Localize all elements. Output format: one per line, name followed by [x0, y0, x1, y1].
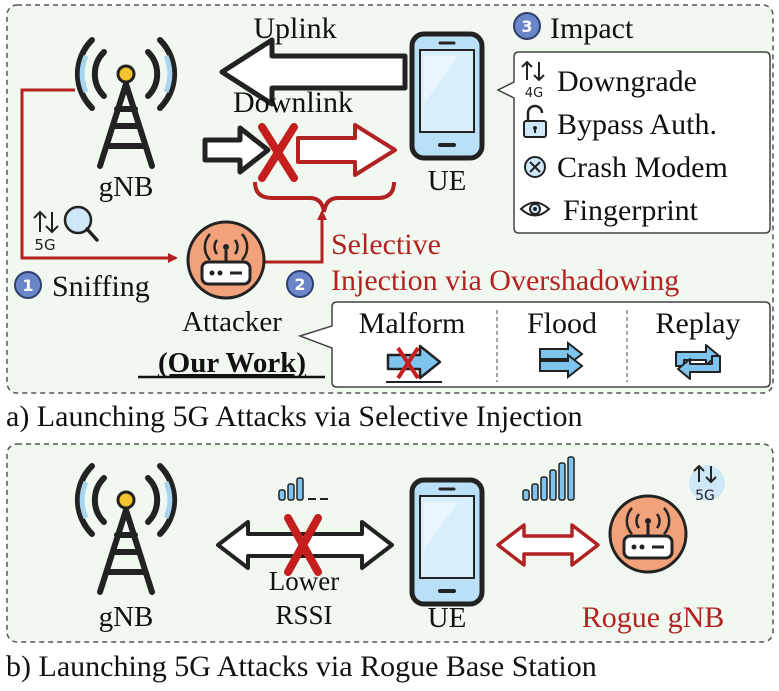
downlink-label: Downlink [233, 86, 353, 119]
sniff-5g-magnifier-icon: 5G [33, 205, 99, 254]
rogue-router-icon [608, 494, 688, 574]
step-1-badge: 1 [14, 271, 42, 299]
flood-arrows-icon [539, 340, 584, 380]
injection-connector [262, 210, 327, 264]
svg-text:3: 3 [521, 17, 532, 36]
malform-arrow-icon [386, 344, 442, 383]
impact-fingerprint-label: Fingerprint [563, 194, 699, 227]
gnb-label-b: gNB [99, 601, 154, 633]
uplink-label: Uplink [253, 12, 336, 45]
rogue-gnb-label: Rogue gNB [582, 601, 725, 634]
strong-signal-icon [522, 456, 575, 501]
replay-arrows-icon [675, 344, 721, 380]
ue-label: UE [428, 165, 467, 197]
rogue-5g-icon: 5G [689, 464, 725, 504]
downgrade-4g-icon: 4G [521, 60, 545, 101]
replay-label: Replay [656, 307, 741, 340]
attacker-label: Attacker [182, 306, 282, 338]
sniffing-label: Sniffing [52, 270, 150, 303]
blocked-x-icon [258, 123, 298, 182]
impact-downgrade-label: Downgrade [557, 65, 697, 98]
injection-overshadowing-label: Injection via Overshadowing [331, 264, 679, 297]
gnb-label: gNB [99, 171, 154, 203]
impact-crash-label: Crash Modem [557, 151, 728, 184]
attacker-router-icon [186, 220, 266, 300]
step-2-badge: 2 [286, 270, 314, 298]
crash-x-icon [524, 156, 546, 178]
weak-signal-icon [278, 477, 328, 501]
svg-text:5G: 5G [34, 236, 55, 254]
uplink-arrow [219, 37, 408, 107]
step-3-badge: 3 [513, 12, 541, 40]
ue-label-b: UE [428, 602, 467, 634]
svg-text:4G: 4G [525, 86, 543, 101]
impact-label: Impact [550, 12, 634, 45]
flood-label: Flood [527, 307, 597, 340]
malform-label: Malform [359, 307, 466, 340]
lock-icon [523, 104, 547, 138]
impact-box [496, 51, 771, 234]
downlink-arrow-stub [202, 125, 271, 175]
selective-label: Selective [331, 228, 441, 261]
ue-phone-icon [412, 34, 482, 158]
eye-icon [519, 201, 551, 217]
rssi-label-line2: RSSI [275, 600, 332, 630]
svg-text:2: 2 [294, 275, 305, 294]
ue-phone-icon-b [412, 480, 482, 604]
sniffing-connector [20, 88, 178, 263]
blocked-x-icon-b [284, 514, 322, 576]
rssi-label-line1: Lower [269, 566, 339, 596]
caption-b: b) Launching 5G Attacks via Rogue Base S… [6, 650, 597, 683]
ue-rogue-double-arrow [496, 523, 600, 567]
caption-a: a) Launching 5G Attacks via Selective In… [6, 400, 582, 433]
svg-text:1: 1 [22, 276, 33, 295]
svg-text:5G: 5G [695, 488, 715, 504]
impact-bypass-label: Bypass Auth. [557, 108, 717, 141]
our-work-label: (Our Work) [158, 347, 306, 379]
downlink-red-arrow [296, 123, 397, 177]
